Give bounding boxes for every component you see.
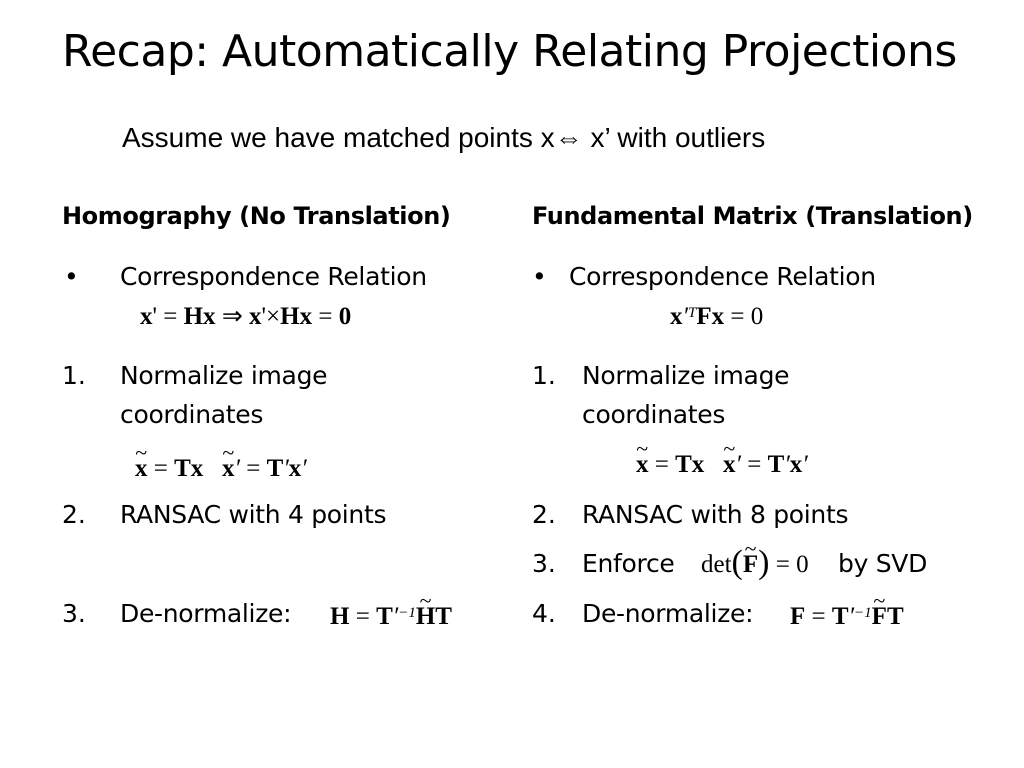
det-constraint-equation: det(F) = 0 [701,546,809,582]
left-column-heading: Homography (No Translation) [62,202,451,230]
homography-relation-equation: x' = Hx ⇒ x'×Hx = 0 [140,303,352,330]
right-bullet-text: Correspondence Relation [569,262,876,291]
slide-title: Recap: Automatically Relating Projection… [62,26,957,77]
left-step-2-number: 2. [62,500,86,529]
right-step-1-number: 1. [532,361,556,390]
left-normalize-equation: x = Tx x′ = T′x′ [135,453,307,485]
left-step-3-text: De-normalize: [120,599,292,628]
left-step-1-number: 1. [62,361,86,390]
homography-denormalize-equation: H = T′−1HT [330,601,452,633]
left-step-1-line2: coordinates [120,400,264,429]
slide-subtitle: Assume we have matched points x⇔ x’ with… [122,122,766,153]
right-step-3-post: by SVD [838,549,928,578]
right-step-4-number: 4. [532,599,556,628]
right-column-heading: Fundamental Matrix (Translation) [532,202,973,230]
right-step-1-line1: Normalize image [582,361,790,390]
left-bullet-text: Correspondence Relation [120,262,427,291]
left-step-2-text: RANSAC with 4 points [120,500,387,529]
right-step-4-text: De-normalize: [582,599,754,628]
right-step-2-number: 2. [532,500,556,529]
right-step-1-line2: coordinates [582,400,726,429]
right-step-3-number: 3. [532,549,556,578]
right-bullet-marker: • [532,262,547,291]
left-step-1-line1: Normalize image [120,361,328,390]
left-step-3-number: 3. [62,599,86,628]
right-normalize-equation: x = Tx x′ = T′x′ [636,449,808,481]
left-bullet-marker: • [64,262,79,291]
right-step-2-text: RANSAC with 8 points [582,500,849,529]
fundamental-relation-equation: x′TFx = 0 [670,303,764,330]
right-step-3-pre: Enforce [582,549,675,578]
fundamental-denormalize-equation: F = T′−1FT [790,601,904,633]
